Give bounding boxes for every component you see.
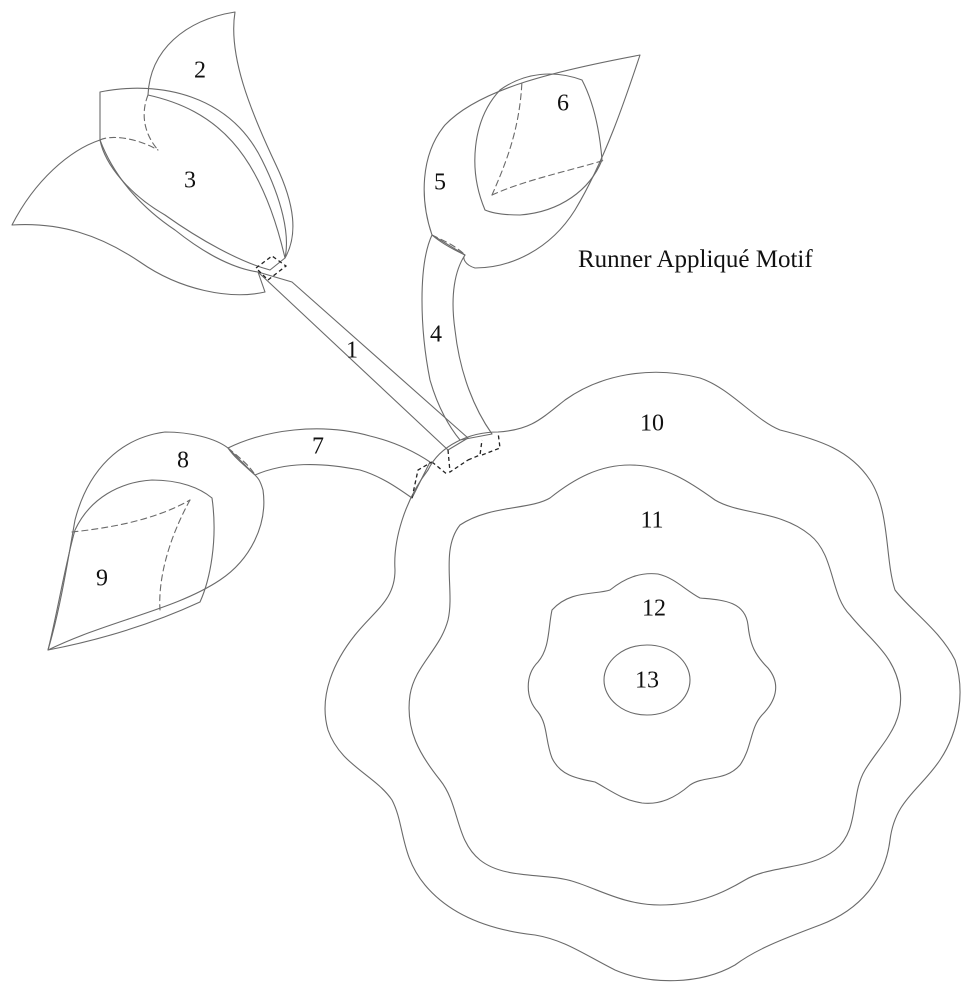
piece-6-leaf xyxy=(474,73,603,216)
diagram-title: Runner Appliqué Motif xyxy=(578,246,813,273)
piece-7-underlap-line xyxy=(227,447,256,476)
piece-6-vein-line xyxy=(491,159,606,196)
piece-13-flower-center xyxy=(603,644,691,716)
piece-label-6: 6 xyxy=(557,91,569,117)
piece-label-13: 13 xyxy=(635,668,659,694)
piece-label-8: 8 xyxy=(177,448,189,474)
piece-3-petal xyxy=(99,87,287,271)
piece-12-flower-ring xyxy=(527,573,777,804)
piece-label-4: 4 xyxy=(430,322,442,348)
piece-9-midrib-line xyxy=(159,499,191,611)
piece-label-9: 9 xyxy=(96,566,108,592)
piece-6-midrib-line xyxy=(491,79,523,196)
piece-label-11: 11 xyxy=(640,508,663,534)
piece-10-flower-outer xyxy=(324,371,961,982)
piece-label-1: 1 xyxy=(346,338,358,364)
piece-9-leaf xyxy=(47,479,215,651)
piece-11-flower-ring xyxy=(408,464,902,906)
piece-8-leaf xyxy=(47,431,265,651)
piece-9-vein-line xyxy=(71,499,191,533)
stem-tuck-marks xyxy=(411,431,501,499)
piece-2-petal xyxy=(147,11,294,259)
piece-label-12: 12 xyxy=(642,596,666,622)
piece-label-5: 5 xyxy=(434,170,446,196)
tulip-front-petal xyxy=(11,139,266,296)
piece-1-stem xyxy=(257,271,469,451)
piece-4-underlap-line xyxy=(431,234,466,256)
piece-3-underlap-line xyxy=(99,136,159,151)
piece-label-7: 7 xyxy=(312,434,324,460)
piece-label-10: 10 xyxy=(640,411,664,437)
piece-5-leaf xyxy=(423,54,641,269)
piece-2-underlap-line xyxy=(143,94,159,151)
tulip-stem-tuck-mark xyxy=(255,255,288,281)
piece-label-3: 3 xyxy=(184,168,196,194)
piece-7-stem xyxy=(227,428,431,499)
piece-label-2: 2 xyxy=(194,58,206,84)
